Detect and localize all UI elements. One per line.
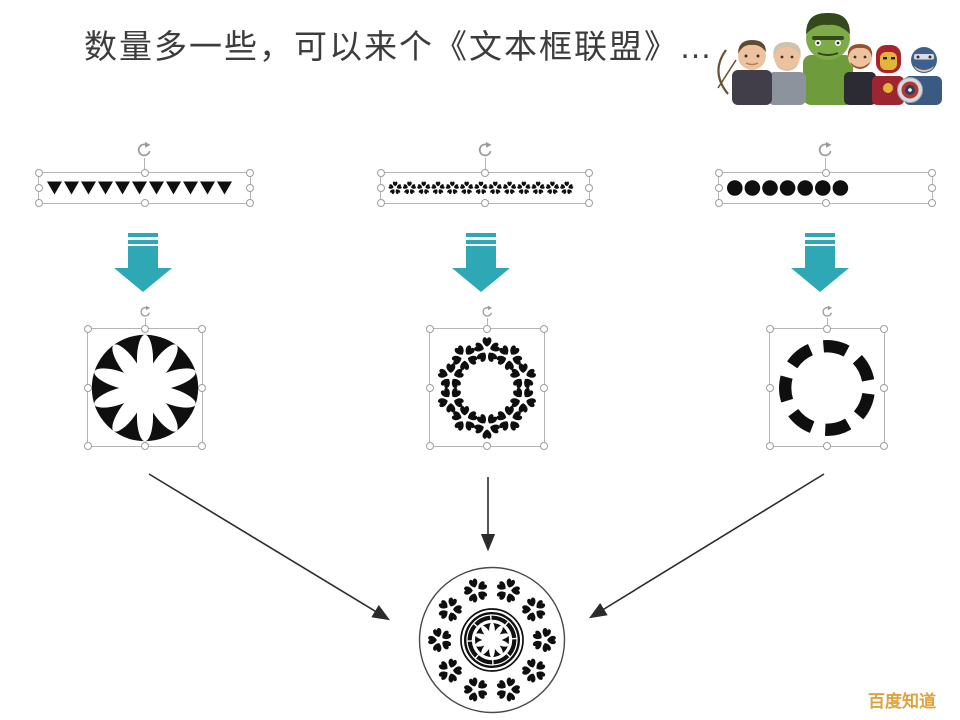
- resize-handle-se[interactable]: [540, 442, 548, 450]
- resize-handle-e[interactable]: [585, 184, 593, 192]
- resize-handle-ne[interactable]: [928, 169, 936, 177]
- connector-right: [588, 473, 825, 619]
- resize-handle-w[interactable]: [35, 184, 43, 192]
- resize-handle-w[interactable]: [84, 383, 92, 392]
- rotate-stem: [826, 318, 828, 327]
- resize-handle-ne[interactable]: [198, 325, 206, 333]
- resize-handle-w[interactable]: [766, 383, 774, 392]
- connector-left: [148, 473, 391, 621]
- resize-handle-sw[interactable]: [715, 199, 723, 207]
- down-arrow-shape-1[interactable]: [108, 233, 178, 293]
- black-widow-figure: [844, 44, 876, 105]
- resize-handle-sw[interactable]: [377, 199, 385, 207]
- resize-handle-nw[interactable]: [377, 169, 385, 177]
- rotate-stem: [144, 318, 146, 327]
- captain-shield-icon: [897, 77, 923, 103]
- rotate-handle[interactable]: [138, 305, 152, 327]
- triangle-ring-graphic: [91, 334, 199, 441]
- rotate-stem: [144, 158, 145, 172]
- dot-ring-graphic: [779, 339, 875, 436]
- resize-handle-e[interactable]: [540, 383, 548, 392]
- slide-title[interactable]: 数量多一些，可以来个《文本框联盟》…: [84, 28, 714, 65]
- florette-wreath-graphic: [430, 331, 544, 445]
- resize-handle-ne[interactable]: [585, 169, 593, 177]
- triangle-symbol-row: [45, 176, 234, 200]
- resize-handle-sw[interactable]: [426, 442, 434, 450]
- rotate-stem: [484, 158, 486, 172]
- down-arrow-shape-2[interactable]: [446, 233, 516, 293]
- resize-handle-n[interactable]: [483, 325, 491, 333]
- resize-handle-se[interactable]: [880, 442, 888, 450]
- triangle-ring-pattern[interactable]: [84, 305, 206, 450]
- rotate-icon: [478, 141, 491, 157]
- rotate-handle[interactable]: [480, 305, 494, 327]
- rotate-icon: [139, 305, 150, 317]
- rotate-icon: [481, 305, 492, 317]
- florette-wreath-pattern[interactable]: [426, 305, 548, 450]
- watermark: 百度知道: [868, 692, 936, 711]
- resize-handle-ne[interactable]: [540, 325, 548, 333]
- avengers-image[interactable]: [706, 0, 956, 105]
- resize-handle-nw[interactable]: [426, 325, 434, 333]
- resize-handle-ne[interactable]: [880, 325, 888, 333]
- rotate-handle[interactable]: [476, 141, 494, 172]
- florette-textbox[interactable]: [377, 141, 593, 207]
- resize-handle-n[interactable]: [481, 169, 489, 177]
- resize-handle-s[interactable]: [141, 442, 149, 450]
- resize-handle-n[interactable]: [823, 325, 831, 333]
- resize-handle-n[interactable]: [140, 169, 149, 177]
- down-arrow-shape-3[interactable]: [785, 233, 855, 293]
- rotate-stem: [486, 318, 488, 327]
- resize-handle-n[interactable]: [141, 325, 149, 333]
- resize-handle-se[interactable]: [198, 442, 206, 450]
- resize-handle-e[interactable]: [928, 184, 936, 192]
- dot-textbox[interactable]: [715, 141, 936, 207]
- rotate-handle[interactable]: [817, 141, 835, 172]
- combined-pattern[interactable]: [417, 565, 567, 715]
- rotate-icon: [137, 141, 151, 157]
- resize-handle-nw[interactable]: [84, 325, 92, 333]
- bow-icon: [717, 49, 729, 95]
- triangle-textbox[interactable]: [35, 141, 254, 207]
- dot-ring-pattern[interactable]: [766, 305, 888, 450]
- captain-america-figure: [897, 47, 942, 105]
- resize-handle-s[interactable]: [483, 442, 491, 450]
- resize-handle-nw[interactable]: [715, 169, 723, 177]
- rotate-handle[interactable]: [820, 305, 834, 327]
- hulk-figure: [803, 12, 853, 105]
- florette-symbol-row: [387, 176, 575, 200]
- resize-handle-n[interactable]: [821, 169, 830, 177]
- resize-handle-e[interactable]: [880, 383, 888, 392]
- resize-handle-sw[interactable]: [766, 442, 774, 450]
- resize-handle-s[interactable]: [821, 199, 830, 207]
- resize-handle-sw[interactable]: [35, 199, 43, 207]
- resize-handle-w[interactable]: [377, 184, 385, 192]
- resize-handle-se[interactable]: [585, 199, 593, 207]
- resize-handle-s[interactable]: [481, 199, 489, 207]
- iron-man-figure: [872, 45, 904, 105]
- resize-handle-ne[interactable]: [246, 169, 254, 177]
- resize-handle-w[interactable]: [426, 383, 434, 392]
- resize-handle-s[interactable]: [140, 199, 149, 207]
- resize-handle-e[interactable]: [198, 383, 206, 392]
- resize-handle-w[interactable]: [715, 184, 723, 192]
- rotate-handle[interactable]: [136, 141, 154, 172]
- resize-handle-e[interactable]: [246, 184, 254, 192]
- rotate-icon: [818, 141, 832, 157]
- resize-handle-nw[interactable]: [35, 169, 43, 177]
- resize-handle-nw[interactable]: [766, 325, 774, 333]
- resize-handle-sw[interactable]: [84, 442, 92, 450]
- resize-handle-s[interactable]: [823, 442, 831, 450]
- rotate-stem: [825, 158, 826, 172]
- thor-figure: [768, 42, 806, 105]
- resize-handle-se[interactable]: [928, 199, 936, 207]
- dot-symbol-row: [725, 176, 850, 200]
- hawkeye-figure: [717, 40, 772, 105]
- rotate-icon: [821, 305, 832, 317]
- resize-handle-se[interactable]: [246, 199, 254, 207]
